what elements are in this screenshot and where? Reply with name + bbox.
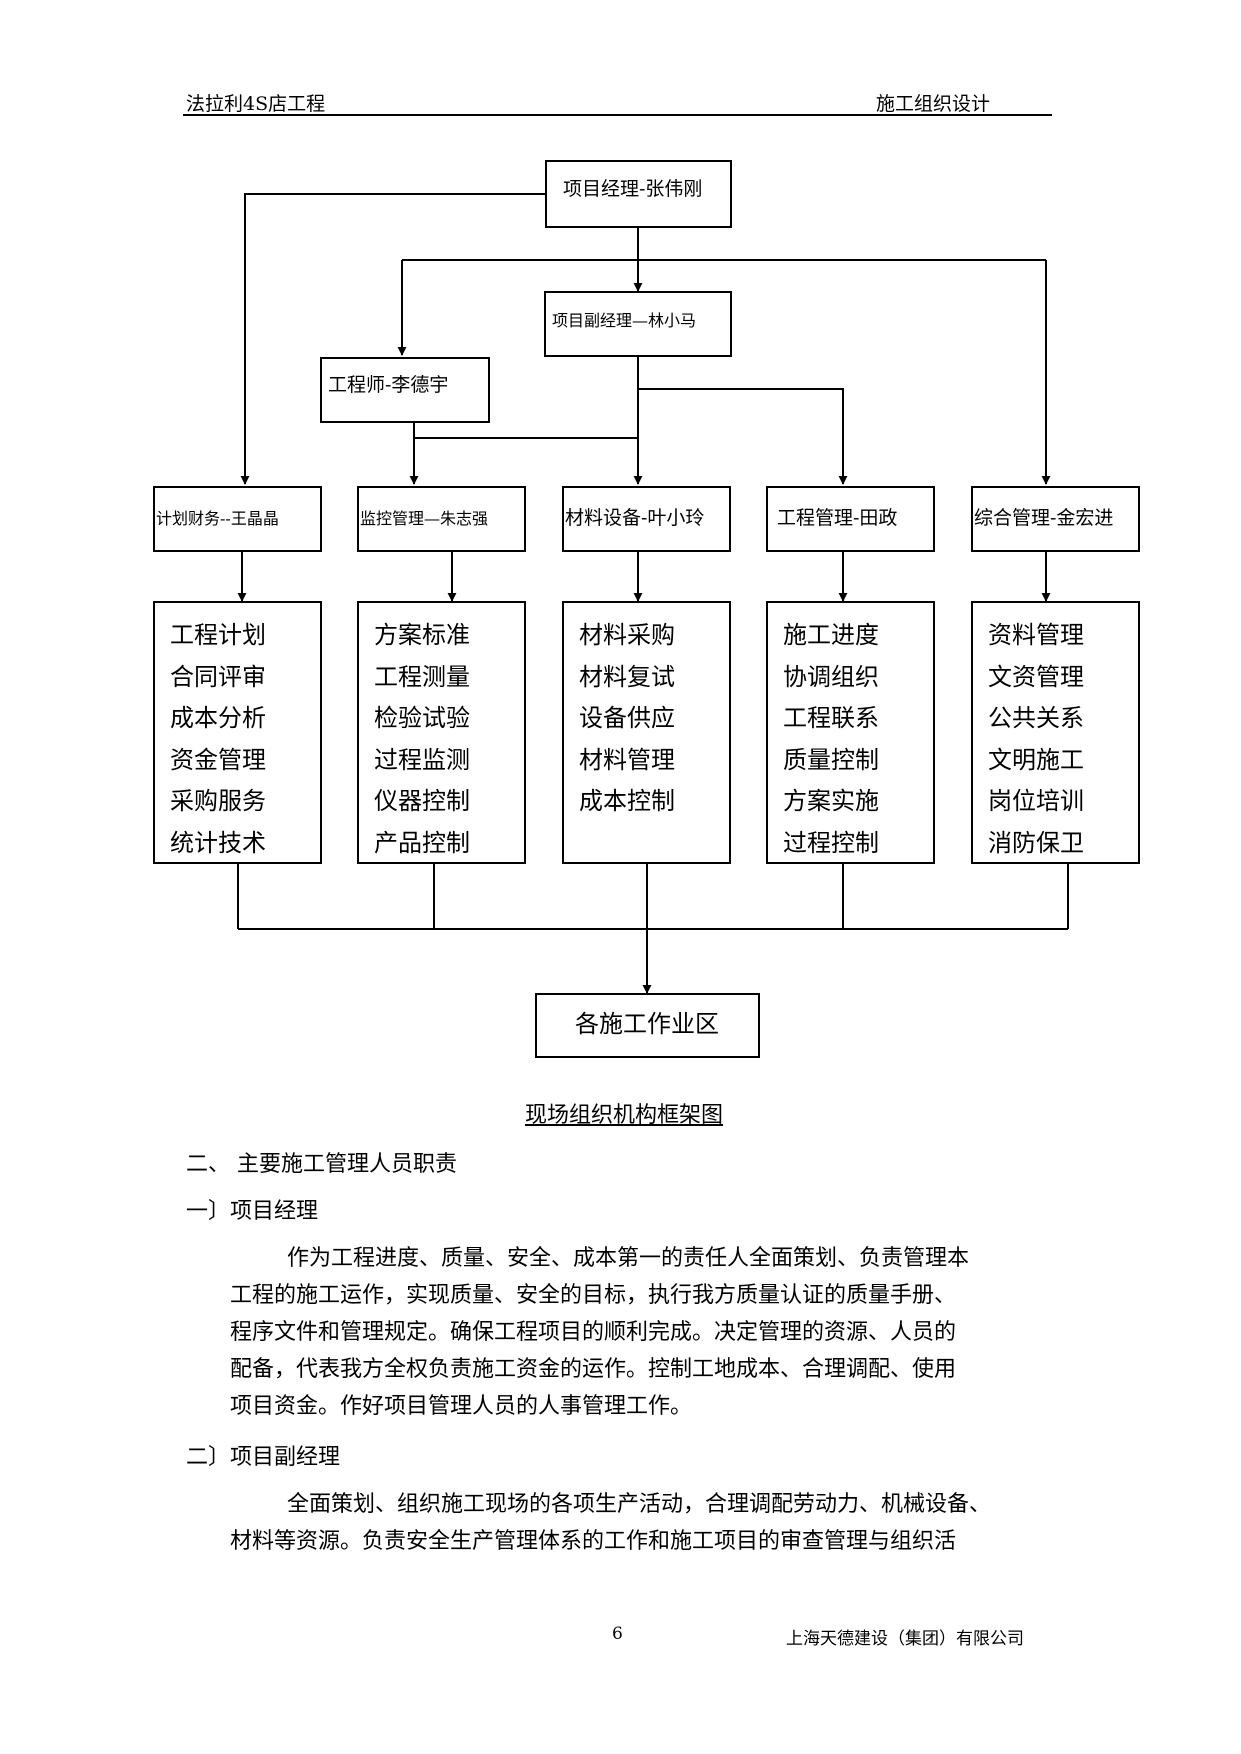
task-box-engineering: 施工进度 协调组织 工程联系 质量控制 方案实施 过程控制 [766,601,935,864]
task-item: 成本控制 [579,787,675,815]
task-item: 文资管理 [988,662,1084,691]
project-manager-box: 项目经理-张伟刚 [545,160,732,228]
dept-label-monitoring: 监控管理—朱志强 [360,509,489,528]
task-list-engineering: 施工进度 协调组织 工程联系 质量控制 方案实施 过程控制 [783,615,879,864]
task-item: 岗位培训 [988,787,1084,815]
paragraph-line: 全面策划、组织施工现场的各项生产活动，合理调配劳动力、机械设备、 [287,1492,992,1517]
header-left-title: 法拉利4S店工程 [186,93,326,115]
task-item: 工程联系 [783,704,879,732]
dept-label-finance: 计划财务--王晶晶 [156,509,279,528]
task-item: 过程控制 [783,828,879,857]
dept-label-engineering: 工程管理-田政 [777,507,898,529]
dept-box-engineering: 工程管理-田政 [766,486,935,552]
paragraph-line: 项目资金。作好项目管理人员的人事管理工作。 [230,1394,693,1419]
task-item: 文明施工 [988,745,1084,774]
connector-to-engineering [638,388,848,485]
deputy-manager-label: 项目副经理—林小马 [552,311,697,330]
task-item: 资金管理 [170,745,266,774]
task-item: 材料采购 [579,621,675,649]
worksites-label: 各施工作业区 [575,1010,719,1038]
dept-box-monitoring: 监控管理—朱志强 [357,486,526,552]
paragraph-line: 程序文件和管理规定。确保工程项目的顺利完成。决定管理的资源、人员的 [230,1320,957,1345]
task-item: 工程计划 [170,621,266,649]
task-item: 过程监测 [374,745,470,774]
task-item: 资料管理 [988,621,1084,649]
header-rule [183,114,1052,116]
engineer-label: 工程师-李德宇 [328,374,449,396]
dept-label-materials: 材料设备-叶小玲 [565,507,705,529]
task-item: 采购服务 [170,787,266,815]
engineer-box: 工程师-李德宇 [320,357,490,423]
task-box-materials: 材料采购 材料复试 设备供应 材料管理 成本控制 [562,601,731,864]
task-item: 方案实施 [783,787,879,815]
task-box-general: 资料管理 文资管理 公共关系 文明施工 岗位培训 消防保卫 [971,601,1140,864]
task-item: 施工进度 [783,621,879,649]
paragraph-line: 工程的施工运作，实现质量、安全的目标，执行我方质量认证的质量手册、 [230,1283,957,1308]
paragraph-line: 配备，代表我方全权负责施工资金的运作。控制工地成本、合理调配、使用 [230,1357,957,1382]
dept-box-materials: 材料设备-叶小玲 [562,486,731,552]
task-list-finance: 工程计划 合同评审 成本分析 资金管理 采购服务 统计技术 [170,615,266,864]
paragraph-pm: 作为工程进度、质量、安全、成本第一的责任人全面策划、负责管理本 工程的施工运作，… [230,1240,969,1425]
item-title-deputy: 二〕项目副经理 [186,1445,341,1470]
footer-company: 上海天德建设（集团）有限公司 [786,1629,1024,1649]
chart-caption: 现场组织机构框架图 [525,1103,724,1128]
task-item: 合同评审 [170,662,266,691]
paragraph-line: 材料等资源。负责安全生产管理体系的工作和施工项目的审查管理与组织活 [230,1529,957,1554]
worksites-box: 各施工作业区 [535,993,760,1058]
task-list-materials: 材料采购 材料复试 设备供应 材料管理 成本控制 [579,615,675,823]
project-manager-label: 项目经理-张伟刚 [563,178,703,200]
task-item: 检验试验 [374,704,470,732]
task-item: 产品控制 [374,828,470,857]
header-right-title: 施工组织设计 [876,93,991,115]
deputy-manager-box: 项目副经理—林小马 [544,291,732,357]
dept-box-general: 综合管理-金宏进 [971,486,1140,552]
task-list-monitoring: 方案标准 工程测量 检验试验 过程监测 仪器控制 产品控制 [374,615,470,864]
task-item: 消防保卫 [988,828,1084,857]
task-item: 材料复试 [579,662,675,691]
page-number: 6 [612,1624,623,1644]
paragraph-line: 作为工程进度、质量、安全、成本第一的责任人全面策划、负责管理本 [287,1246,970,1271]
task-item: 公共关系 [988,704,1084,732]
task-box-finance: 工程计划 合同评审 成本分析 资金管理 采购服务 统计技术 [153,601,322,864]
task-box-monitoring: 方案标准 工程测量 检验试验 过程监测 仪器控制 产品控制 [357,601,526,864]
task-item: 工程测量 [374,662,470,691]
task-item: 协调组织 [783,662,879,691]
dept-label-general: 综合管理-金宏进 [974,507,1114,529]
task-item: 材料管理 [579,745,675,774]
section-heading: 二、 主要施工管理人员职责 [186,1152,457,1177]
task-item: 成本分析 [170,704,266,732]
task-list-general: 资料管理 文资管理 公共关系 文明施工 岗位培训 消防保卫 [988,615,1084,864]
item-title-pm: 一〕项目经理 [186,1199,319,1224]
task-item: 仪器控制 [374,787,470,815]
dept-box-finance: 计划财务--王晶晶 [153,486,322,552]
task-item: 设备供应 [579,704,675,732]
task-item: 统计技术 [170,828,266,857]
task-item: 质量控制 [783,745,879,774]
task-item: 方案标准 [374,621,470,649]
paragraph-deputy: 全面策划、组织施工现场的各项生产活动，合理调配劳动力、机械设备、 材料等资源。负… [230,1486,991,1560]
connector-pm-finance [240,193,545,485]
